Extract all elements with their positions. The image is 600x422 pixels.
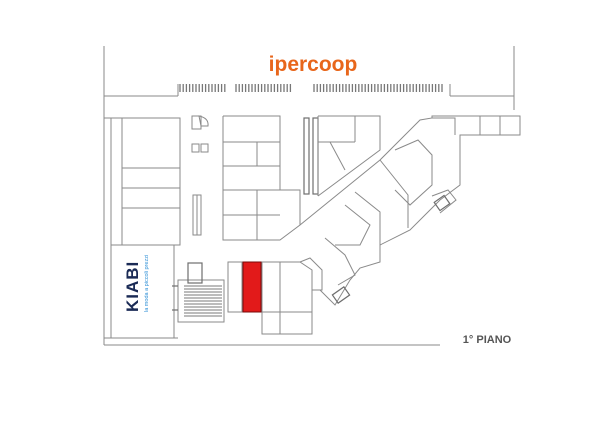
floor-label: 1° PIANO [463,334,512,346]
diagonal-wing-stores [299,115,521,306]
center-store-block [222,115,301,241]
highlighted-store[interactable] [242,261,262,313]
upper-right-stores [317,115,381,197]
ipercoop-logo: ipercoop [269,53,358,76]
kiabi-logo: KIABI [123,261,142,312]
kiabi-tagline: la moda a piccoli prezzi [144,255,150,312]
corridor-pillars [303,117,319,195]
escalators [172,262,225,323]
mall-outer-walls [104,117,440,346]
checkout-lanes [179,84,443,92]
kiabi-store[interactable]: KIABI la moda a piccoli prezzi [110,244,175,339]
ipercoop-area-boundary [103,46,515,345]
kiosks [191,115,209,236]
lower-center-stores [227,257,323,335]
left-store-column [121,117,181,246]
